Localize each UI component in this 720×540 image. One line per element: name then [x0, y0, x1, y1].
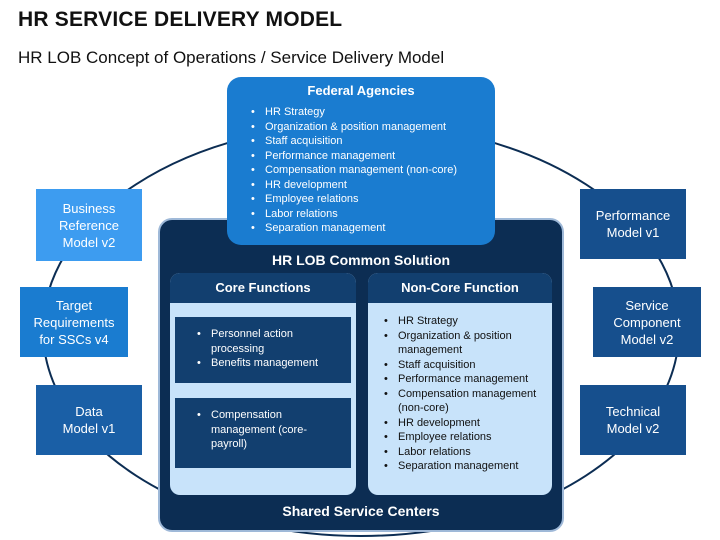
federal-agency-item: Labor relations: [251, 207, 495, 222]
federal-agency-item: Compensation management (non-core): [251, 163, 495, 178]
core-item: Personnel action processing: [197, 327, 343, 356]
federal-agency-item: Employee relations: [251, 192, 495, 207]
performance-model-box: Performance Model v1: [580, 189, 686, 259]
target-requirements-box: Target Requirements for SSCs v4: [20, 287, 128, 357]
business-reference-model-box: Business Reference Model v2: [36, 189, 142, 261]
core-group-1: Personnel action processing Benefits man…: [175, 317, 351, 383]
non-core-function-heading: Non-Core Function: [368, 273, 552, 303]
non-core-item: Separation management: [384, 459, 542, 474]
technical-model-box: Technical Model v2: [580, 385, 686, 455]
performance-model-label: Performance Model v1: [595, 208, 671, 240]
data-model-label: Data Model v1: [62, 404, 116, 436]
service-component-model-box: Service Component Model v2: [593, 287, 701, 357]
non-core-function-panel: Non-Core Function HR Strategy Organizati…: [368, 273, 552, 495]
core-item: Benefits management: [197, 356, 343, 371]
shared-service-centers-label: Shared Service Centers: [282, 503, 440, 519]
federal-agency-item: HR Strategy: [251, 105, 495, 120]
federal-agencies-heading: Federal Agencies: [307, 83, 415, 98]
data-model-box: Data Model v1: [36, 385, 142, 455]
federal-agency-item: Separation management: [251, 221, 495, 236]
federal-agencies-box: Federal Agencies HR Strategy Organizatio…: [227, 77, 495, 245]
business-reference-model-label: Business Reference Model v2: [59, 200, 119, 250]
non-core-item: Compensation management (non-core): [384, 387, 542, 416]
non-core-item: HR development: [384, 416, 542, 431]
federal-agency-item: Staff acquisition: [251, 134, 495, 149]
non-core-list: HR Strategy Organization & position mana…: [368, 303, 552, 474]
page-subtitle: HR LOB Concept of Operations / Service D…: [18, 48, 445, 67]
page-title: HR SERVICE DELIVERY MODEL: [18, 8, 343, 31]
federal-agencies-list: HR Strategy Organization & position mana…: [227, 105, 495, 236]
common-solution-heading: HR LOB Common Solution: [271, 252, 451, 268]
core-group-2: Compensation management (core-payroll): [175, 398, 351, 468]
federal-agency-item: Performance management: [251, 149, 495, 164]
core-functions-heading: Core Functions: [170, 273, 356, 303]
non-core-item: HR Strategy: [384, 314, 542, 329]
core-functions-panel: Core Functions Personnel action processi…: [170, 273, 356, 495]
service-component-model-label: Service Component Model v2: [613, 297, 681, 347]
target-requirements-label: Target Requirements for SSCs v4: [33, 297, 115, 347]
non-core-item: Labor relations: [384, 445, 542, 460]
federal-agency-item: Organization & position management: [251, 120, 495, 135]
core-item: Compensation management (core-payroll): [197, 408, 343, 452]
non-core-item: Employee relations: [384, 430, 542, 445]
non-core-item: Organization & position management: [384, 329, 542, 358]
non-core-item: Staff acquisition: [384, 358, 542, 373]
common-solution-container: HR LOB Common Solution Core Functions Pe…: [158, 218, 564, 532]
non-core-item: Performance management: [384, 372, 542, 387]
technical-model-label: Technical Model v2: [605, 404, 661, 436]
federal-agency-item: HR development: [251, 178, 495, 193]
